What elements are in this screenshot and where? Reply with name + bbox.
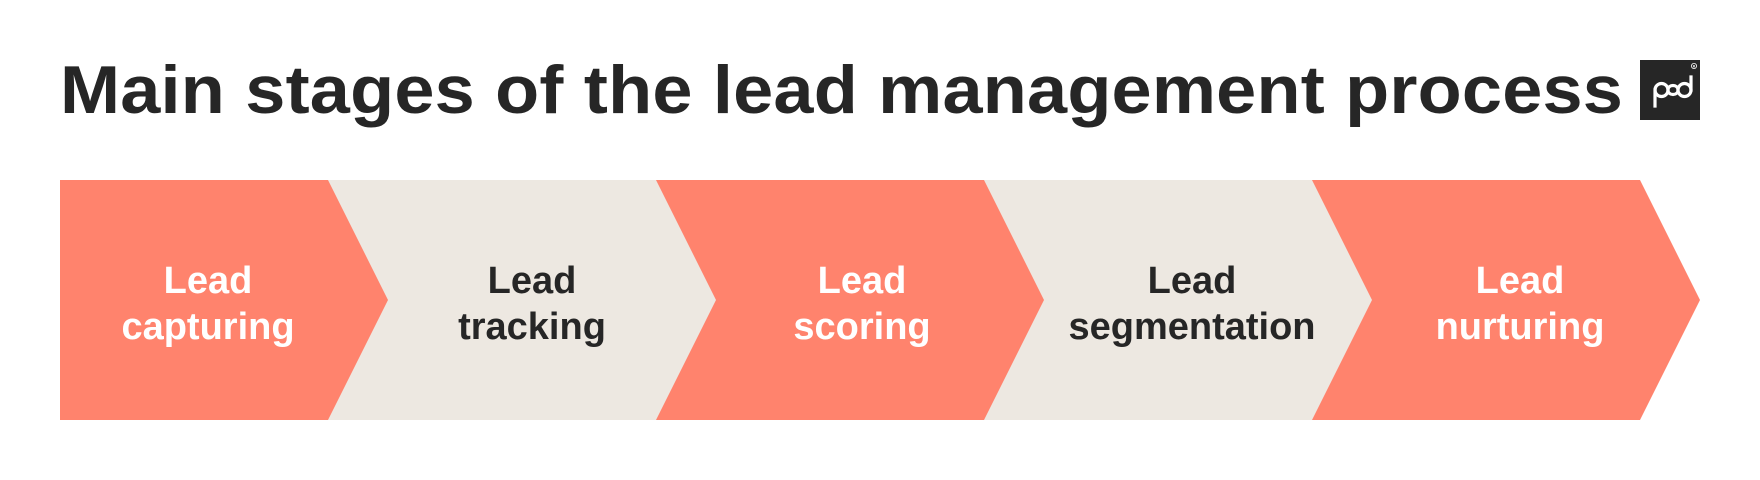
stage-label-line1: Lead <box>1475 260 1565 302</box>
stage-label-line1: Lead <box>487 260 577 302</box>
stage-label-line1: Lead <box>817 260 907 302</box>
stage-label-line2: tracking <box>458 306 606 348</box>
stage-label-line2: nurturing <box>1435 306 1605 348</box>
stage-shape-nurturing <box>1312 180 1700 420</box>
stage-label-line2: scoring <box>793 306 931 348</box>
brand-logo: R <box>1640 60 1700 120</box>
pd-logo-icon: R <box>1653 63 1698 108</box>
stage-scoring: Lead scoring <box>732 256 992 352</box>
stage-shape-tracking <box>328 180 716 420</box>
stage-label-line1: Lead <box>163 260 253 302</box>
stage-tracking: Lead tracking <box>402 256 662 352</box>
stage-nurturing: Lead nurturing <box>1390 256 1650 352</box>
svg-text:R: R <box>1693 64 1696 68</box>
stage-label-line2: capturing <box>121 306 295 348</box>
stage-shape-capturing <box>60 180 388 420</box>
page-title: Main stages of the lead management proce… <box>60 52 1624 128</box>
stage-shape-scoring <box>656 180 1044 420</box>
stage-shape-segmentation <box>984 180 1372 420</box>
stage-capturing: Lead capturing <box>78 256 338 352</box>
stage-label-line2: segmentation <box>1068 306 1316 348</box>
stage-segmentation: Lead segmentation <box>1062 256 1322 352</box>
registered-mark-icon <box>1691 63 1698 69</box>
stage-label-line1: Lead <box>1147 260 1237 302</box>
